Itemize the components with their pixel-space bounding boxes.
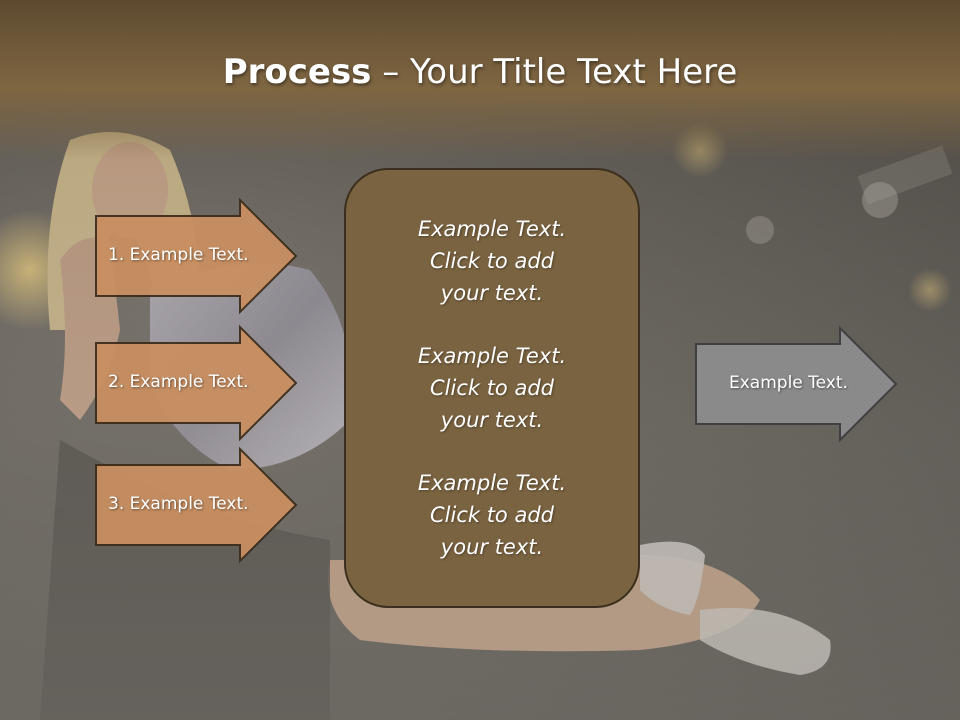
text-line: Example Text. [417,470,567,495]
left-arrow-2[interactable] [95,324,298,442]
title-bar [0,0,960,160]
text-line: your text. [440,407,544,432]
right-arrow[interactable] [695,325,898,443]
center-text-block-2: Example Text. Click to add your text. [418,340,566,436]
slide-title[interactable]: Process – Your Title Text Here [0,52,960,92]
text-line: Click to add [429,375,554,400]
center-text-block-1: Example Text. Click to add your text. [418,213,566,309]
text-line: Example Text. [417,217,567,242]
left-arrow-3[interactable] [95,446,298,564]
left-arrow-2-label: 2. Example Text. [108,372,249,392]
left-arrow-1[interactable] [95,197,298,315]
center-text-block-3: Example Text. Click to add your text. [418,467,566,563]
left-arrow-1-label: 1. Example Text. [108,245,249,265]
text-line: Click to add [429,502,554,527]
text-line: Click to add [429,249,554,274]
text-line: your text. [440,534,544,559]
text-line: your text. [440,281,544,306]
title-bold: Process [222,52,372,92]
left-arrow-3-label: 3. Example Text. [108,494,249,514]
center-text-box[interactable]: Example Text. Click to add your text. Ex… [344,168,640,608]
right-arrow-label: Example Text. [729,373,848,393]
title-rest: – Your Title Text Here [371,52,738,92]
text-line: Example Text. [417,343,567,368]
